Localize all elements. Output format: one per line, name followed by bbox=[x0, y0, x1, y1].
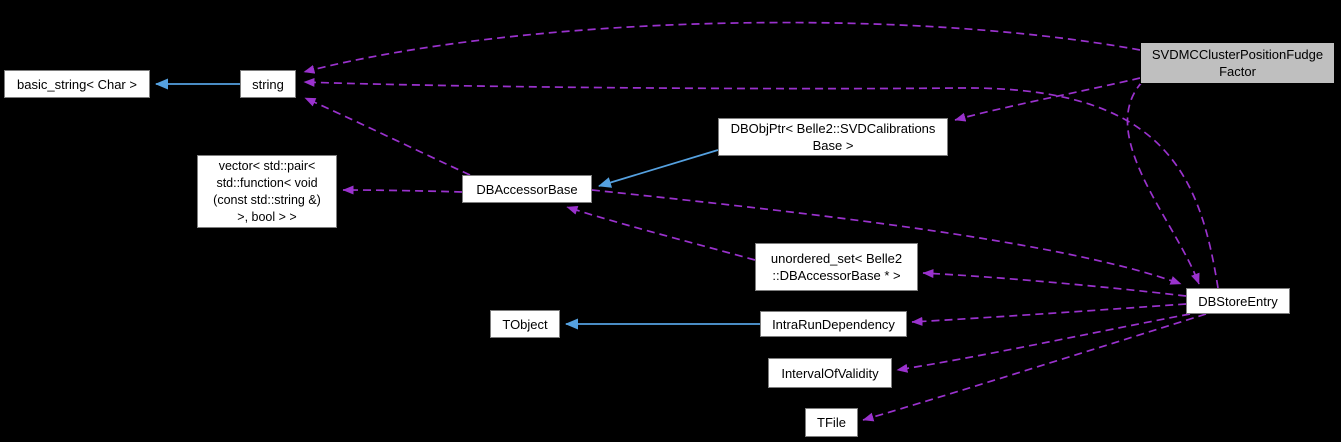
node-intrarundependency[interactable]: IntraRunDependency bbox=[760, 311, 907, 337]
node-vector-pair-function[interactable]: vector< std::pair< std::function< void (… bbox=[197, 155, 337, 228]
edge-dbaccessorbase-dbstoreentry bbox=[591, 189, 1182, 285]
node-svdmc-cluster-position-fudge-factor: SVDMCClusterPositionFudge Factor bbox=[1140, 42, 1335, 84]
edge-dbstoreentry-unorderedset bbox=[922, 269, 1187, 297]
edge-dbaccessorbase-string bbox=[304, 97, 471, 176]
node-unordered-set-dbaccessorbase[interactable]: unordered_set< Belle2 ::DBAccessorBase *… bbox=[755, 243, 918, 291]
node-dbobjptr-svdcalibrationsbase[interactable]: DBObjPtr< Belle2::SVDCalibrations Base > bbox=[718, 118, 948, 156]
edge-dbstoreentry-string bbox=[303, 77, 1219, 289]
edge-unorderedset-dbaccessorbase bbox=[566, 206, 756, 261]
edge-dbstoreentry-intrarun bbox=[911, 303, 1187, 326]
node-intervalofvalidity[interactable]: IntervalOfValidity bbox=[768, 358, 892, 388]
edge-dbstoreentry-tfile bbox=[862, 313, 1207, 422]
edge-svdmc-string bbox=[303, 21, 1141, 74]
node-dbaccessorbase[interactable]: DBAccessorBase bbox=[462, 175, 592, 203]
node-dbstoreentry[interactable]: DBStoreEntry bbox=[1186, 288, 1290, 314]
node-tobject[interactable]: TObject bbox=[490, 310, 560, 338]
edge-dbaccessorbase-vector bbox=[342, 185, 463, 195]
edge-svdmc-dbobjptr bbox=[954, 77, 1141, 122]
node-string[interactable]: string bbox=[240, 70, 296, 98]
edge-dbstoreentry-iov bbox=[896, 313, 1191, 373]
node-tfile[interactable]: TFile bbox=[805, 408, 858, 437]
edge-dbobjptr-dbaccessorbase bbox=[598, 149, 719, 188]
node-basic-string[interactable]: basic_string< Char > bbox=[4, 70, 150, 98]
